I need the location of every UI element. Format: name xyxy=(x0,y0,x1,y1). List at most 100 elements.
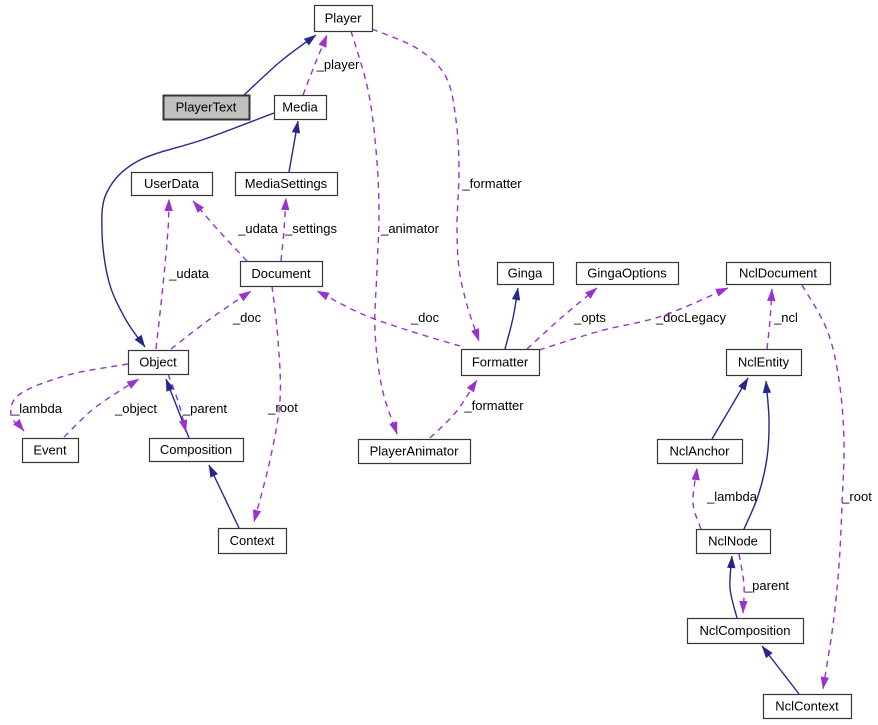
edge-NclEntity-NclDocument-_ncl xyxy=(766,288,776,350)
edge-Object-Event-_lambda xyxy=(10,363,129,432)
edge-Media-Object xyxy=(101,112,275,348)
node-label-NclNode: NclNode xyxy=(708,534,758,549)
node-Object[interactable]: Object xyxy=(127,349,190,376)
node-Media[interactable]: Media xyxy=(273,94,328,121)
node-GingaOptions[interactable]: GingaOptions xyxy=(575,261,680,286)
node-Context[interactable]: Context xyxy=(217,527,288,555)
node-box-PlayerText[interactable] xyxy=(162,94,251,121)
node-label-GingaOptions: GingaOptions xyxy=(587,266,667,281)
node-box-GingaOptions[interactable] xyxy=(575,261,680,286)
node-label-NclAnchor: NclAnchor xyxy=(670,444,731,459)
node-label-Media: Media xyxy=(282,100,318,115)
node-box-Composition[interactable] xyxy=(148,437,245,463)
edge-NclNode-NclComposition-_parent xyxy=(738,553,748,614)
node-Event[interactable]: Event xyxy=(21,437,80,464)
node-label-Ginga: Ginga xyxy=(508,266,543,281)
edge-label-_root: _root xyxy=(841,489,872,504)
edge-Object-UserData-_udata xyxy=(155,198,173,350)
node-box-Context[interactable] xyxy=(217,527,288,555)
edge-Object-Document-_doc xyxy=(170,290,252,350)
node-PlayerAnimator[interactable]: PlayerAnimator xyxy=(357,438,472,465)
node-box-PlayerAnimator[interactable] xyxy=(357,438,472,465)
edge-label-layer: _player_animator_formatter_formatter_doc… xyxy=(11,57,872,593)
node-NclComposition[interactable]: NclComposition xyxy=(686,617,805,645)
node-label-Document: Document xyxy=(251,266,311,281)
node-box-NclAnchor[interactable] xyxy=(656,438,744,465)
edge-Document-MediaSettings-_settings xyxy=(280,197,290,262)
edge-Formatter-NclDocument-_docLegacy xyxy=(538,287,729,351)
edge-Player-PlayerAnimator-_animator xyxy=(350,30,398,435)
edge-label-_object: _object xyxy=(114,401,157,416)
edge-label-_opts: _opts xyxy=(573,310,606,325)
edge-Context-Composition xyxy=(208,464,240,529)
edge-NclAnchor-NclEntity xyxy=(711,377,749,440)
node-MediaSettings[interactable]: MediaSettings xyxy=(234,171,339,197)
node-label-Event: Event xyxy=(33,443,67,458)
node-box-Formatter[interactable] xyxy=(460,348,541,377)
edge-Event-Object-_object xyxy=(63,378,140,438)
edge-layer xyxy=(10,28,845,695)
node-box-Event[interactable] xyxy=(21,437,80,464)
edge-label-_doc: _doc xyxy=(410,310,440,325)
node-box-NclNode[interactable] xyxy=(695,528,772,555)
node-box-Document[interactable] xyxy=(239,260,324,288)
node-box-NclEntity[interactable] xyxy=(725,348,803,377)
edge-label-_docLegacy: _docLegacy xyxy=(655,310,727,325)
node-label-Object: Object xyxy=(139,355,177,370)
edge-label-_doc: _doc xyxy=(232,310,262,325)
edge-NclDocument-NclContext-_root xyxy=(801,284,845,690)
node-Formatter[interactable]: Formatter xyxy=(460,348,541,377)
node-label-NclEntity: NclEntity xyxy=(738,355,790,370)
edge-Document-UserData-_udata xyxy=(192,200,248,262)
edge-NclComposition-NclNode xyxy=(727,555,738,619)
edge-MediaSettings-Media xyxy=(288,120,301,173)
edge-PlayerAnimator-Formatter-_formatter xyxy=(429,379,478,439)
edge-label-_root: _root xyxy=(267,400,298,415)
node-box-NclContext[interactable] xyxy=(762,693,853,720)
node-UserData[interactable]: UserData xyxy=(130,171,214,197)
node-Player[interactable]: Player xyxy=(313,4,374,33)
node-box-UserData[interactable] xyxy=(130,171,214,197)
edge-label-_settings: _settings xyxy=(284,221,338,236)
edge-label-_parent: _parent xyxy=(744,578,789,593)
node-box-Ginga[interactable] xyxy=(496,261,555,286)
node-label-PlayerAnimator: PlayerAnimator xyxy=(370,444,460,459)
node-label-PlayerText: PlayerText xyxy=(176,100,237,115)
node-label-Player: Player xyxy=(325,11,363,26)
edge-NclNode-NclEntity xyxy=(743,380,772,530)
node-PlayerText[interactable]: PlayerText xyxy=(162,94,251,121)
node-box-NclComposition[interactable] xyxy=(686,617,805,645)
node-box-Media[interactable] xyxy=(273,94,328,121)
node-NclContext[interactable]: NclContext xyxy=(762,693,853,720)
edge-NclNode-NclAnchor-_lambda xyxy=(691,467,702,530)
node-Document[interactable]: Document xyxy=(239,260,324,288)
node-label-Composition: Composition xyxy=(160,442,232,457)
node-Composition[interactable]: Composition xyxy=(148,437,245,463)
node-label-NclComposition: NclComposition xyxy=(699,623,790,638)
node-NclEntity[interactable]: NclEntity xyxy=(725,348,803,377)
node-label-NclContext: NclContext xyxy=(775,699,839,714)
node-label-NclDocument: NclDocument xyxy=(739,266,817,281)
edge-label-_animator: _animator xyxy=(380,221,439,236)
node-Ginga[interactable]: Ginga xyxy=(496,261,555,286)
edge-Formatter-GingaOptions-_opts xyxy=(526,287,598,350)
node-NclAnchor[interactable]: NclAnchor xyxy=(656,438,744,465)
node-NclNode[interactable]: NclNode xyxy=(695,528,772,555)
node-NclDocument[interactable]: NclDocument xyxy=(725,261,832,286)
edge-label-_lambda: _lambda xyxy=(11,401,63,416)
node-box-NclDocument[interactable] xyxy=(725,261,832,286)
edge-label-_udata: _udata xyxy=(168,266,210,281)
edge-label-_lambda: _lambda xyxy=(706,489,758,504)
edge-label-_player: _player xyxy=(316,57,360,72)
edge-Media-Player-_player xyxy=(302,34,328,96)
node-box-Player[interactable] xyxy=(313,4,374,33)
node-label-UserData: UserData xyxy=(144,176,200,191)
edge-label-_udata: _udata xyxy=(237,221,279,236)
edge-Formatter-Document-_doc xyxy=(316,290,461,347)
node-box-Object[interactable] xyxy=(127,349,190,376)
edge-Formatter-Ginga xyxy=(504,287,521,350)
node-box-MediaSettings[interactable] xyxy=(234,171,339,197)
